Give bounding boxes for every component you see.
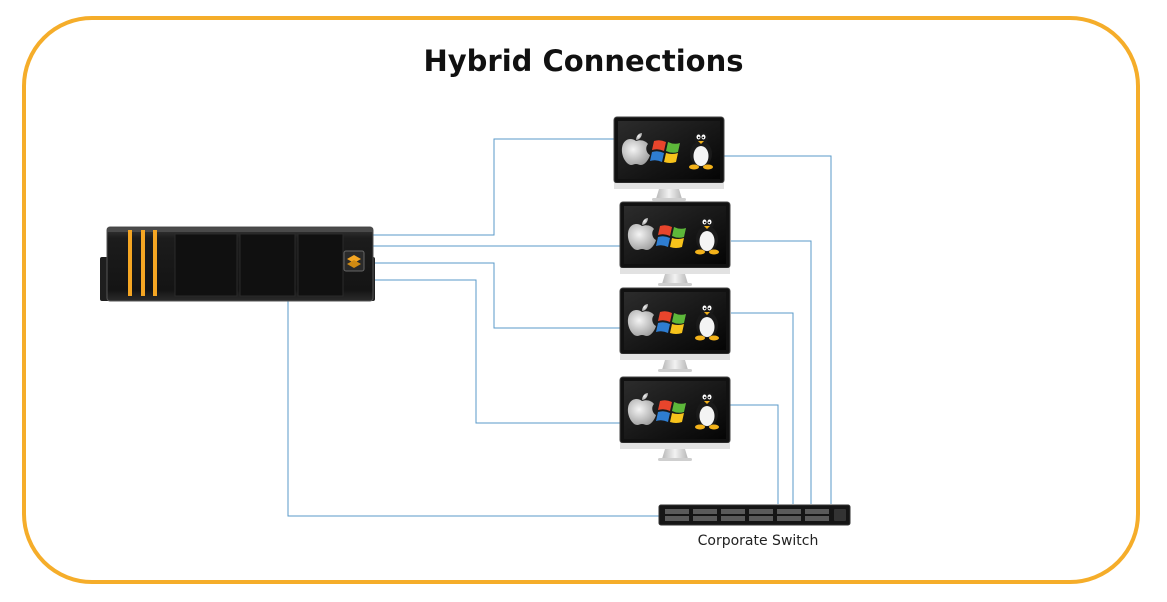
- diagram-frame: [22, 16, 1140, 584]
- workstation-2: [619, 201, 731, 287]
- diagram-title: Hybrid Connections: [423, 44, 744, 78]
- link-ws3-switch: [731, 312, 794, 504]
- link-server-ws4: [372, 279, 620, 424]
- link-server-ws3: [372, 262, 620, 329]
- network-switch-icon: [658, 504, 851, 526]
- link-server-switch: [287, 295, 661, 517]
- workstation-3: [619, 287, 731, 373]
- link-ws4-switch: [730, 404, 779, 504]
- link-server-ws1: [372, 138, 614, 236]
- link-ws1-switch: [724, 155, 832, 504]
- workstation-4: [619, 376, 731, 462]
- workstation-1: [613, 116, 725, 202]
- link-ws2-switch: [731, 240, 812, 504]
- switch-label: Corporate Switch: [697, 533, 819, 549]
- connection-lines: [287, 138, 832, 517]
- server-icon: [100, 226, 375, 302]
